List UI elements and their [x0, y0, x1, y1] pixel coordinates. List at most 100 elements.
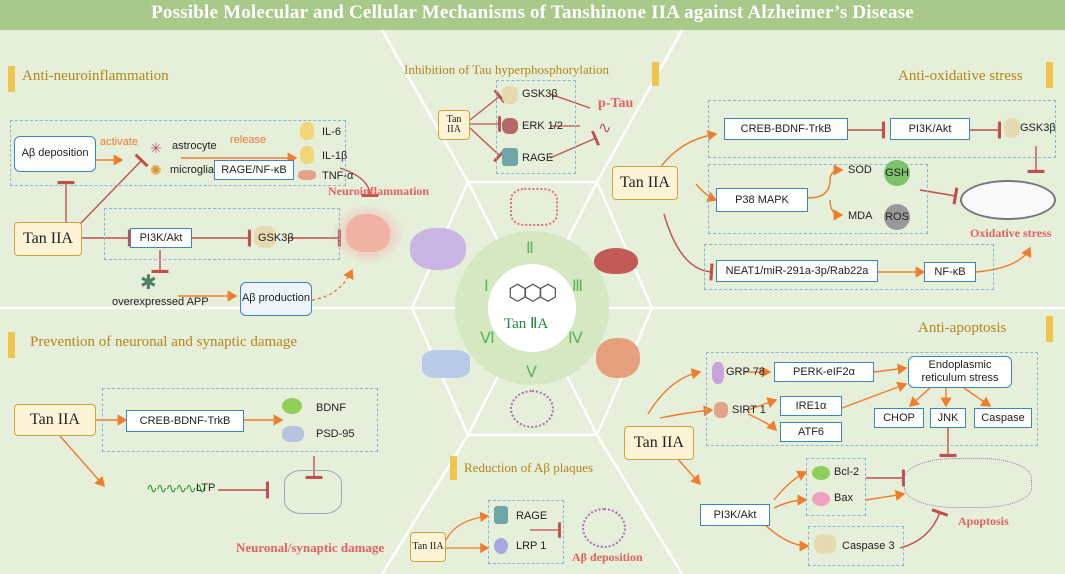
neuron-icon — [284, 470, 342, 514]
section-title-abeta: Reduction of Aβ plaques — [464, 460, 594, 475]
p38-mapk-box: P38 MAPK — [716, 188, 808, 212]
section-title-neuroinflammation: Anti-neuroinflammation — [22, 68, 169, 84]
gsh-label: GSH — [884, 160, 910, 186]
abeta-deposition-box: Aβ deposition — [14, 136, 96, 172]
section-title-apoptosis: Anti-apoptosis — [918, 320, 1007, 336]
figure-title: Possible Molecular and Cellular Mechanis… — [151, 2, 914, 23]
pi3k-akt-box: PI3K/Akt — [130, 228, 192, 248]
chop-box: CHOP — [874, 408, 924, 428]
molecule-structure-icon: ⬡⬡⬡ — [508, 280, 558, 305]
erk-protein-icon — [502, 118, 518, 134]
microglia-label: microglia — [170, 164, 215, 176]
er-stress-box: Endoplasmic reticulum stress — [908, 356, 1012, 388]
rage-receptor-icon — [494, 506, 508, 524]
section-marker — [450, 456, 457, 480]
tau-tangle-icon — [510, 188, 558, 226]
app-structure-icon: ✱ — [140, 272, 157, 294]
caspase-box: Caspase — [974, 408, 1032, 428]
pi3k-akt-box: PI3K/Akt — [700, 504, 770, 526]
creb-bdnf-trkb-box: CREB-BDNF-TrkB — [724, 118, 848, 140]
numeral-i: Ⅰ — [484, 278, 489, 295]
grp78-label: GRP 78 — [726, 366, 765, 378]
tau-fiber-icon: ∿ — [598, 120, 612, 137]
release-label: release — [230, 134, 267, 146]
ltp-signal-icon: ∿∿∿∿∿∿ — [146, 480, 206, 496]
app-label: overexpressed APP — [112, 296, 209, 308]
astrocyte-icon: ✳ — [150, 140, 162, 156]
tan-iia-box: Tan IIA — [410, 532, 446, 562]
tan-iia-box: Tan IIA — [612, 166, 678, 200]
section-title-neuronal: Prevention of neuronal and synaptic dama… — [30, 334, 297, 350]
tan-iia-box: Tan IIA — [438, 110, 470, 140]
dashed-group — [806, 458, 866, 516]
apoptotic-cell-icon — [596, 338, 640, 378]
dashed-group — [708, 100, 1056, 158]
numeral-ii: Ⅱ — [526, 240, 534, 257]
section-marker — [1046, 316, 1053, 342]
bdnf-protein-icon — [282, 398, 302, 414]
tau-rage-label: RAGE — [522, 152, 554, 164]
mda-label: MDA — [848, 210, 873, 222]
dashed-group — [706, 352, 1038, 446]
numeral-iii: Ⅲ — [572, 278, 584, 295]
dashed-group — [104, 208, 340, 260]
tnfa-label: TNF-α — [322, 170, 354, 182]
bcl2-label: Bcl-2 — [834, 466, 860, 478]
il1b-label: IL-1β — [322, 150, 348, 162]
sirt1-protein-icon — [714, 402, 728, 418]
perk-box: PERK-eIF2α — [774, 362, 874, 382]
section-marker — [652, 62, 659, 86]
abeta-lrp-label: LRP 1 — [516, 540, 547, 552]
cytokine-icon — [298, 170, 316, 180]
dashed-group — [488, 500, 564, 564]
section-title-oxidative: Anti-oxidative stress — [898, 68, 1023, 84]
tan-iia-box: Tan IIA — [624, 426, 694, 460]
ptau-outcome: p-Tau — [598, 96, 634, 111]
section-marker — [1046, 62, 1053, 88]
abeta-outcome: Aβ deposition — [572, 550, 643, 564]
astrocyte-label: astrocyte — [172, 140, 217, 152]
gsk3b-protein-icon — [1004, 118, 1020, 138]
mitochondria-icon — [594, 248, 638, 274]
bdnf-label: BDNF — [316, 402, 346, 414]
jnk-box: JNK — [930, 408, 966, 428]
activate-label: activate — [100, 136, 138, 148]
numeral-iv: Ⅳ — [568, 330, 583, 347]
creb-bdnf-trkb-box: CREB-BDNF-TrkB — [126, 410, 244, 432]
cytokine-icon — [300, 122, 314, 140]
caspase3-label: Caspase 3 — [842, 540, 895, 552]
apoptosis-outcome: Apoptosis — [958, 514, 1009, 528]
grp78-protein-icon — [712, 362, 724, 384]
abeta-production-box: Aβ production — [240, 282, 312, 316]
plaque-icon — [510, 390, 554, 428]
cytokine-icon — [300, 146, 314, 164]
caspase3-protein-icon — [814, 534, 836, 554]
dashed-group — [10, 120, 346, 186]
gsk3b-protein-icon — [254, 226, 276, 248]
dashed-group — [808, 526, 904, 566]
gsk3b-label: GSK3β — [258, 232, 294, 244]
ltp-label: LTP — [196, 482, 216, 494]
tan-iia-box: Tan IIA — [14, 404, 96, 436]
tan-iia-box: Tan IIA — [14, 222, 82, 256]
apoptotic-cells-icon — [904, 458, 1032, 508]
mitochondria-icon — [960, 180, 1056, 220]
il6-label: IL-6 — [322, 126, 341, 138]
bax-protein-icon — [812, 492, 830, 506]
dashed-group — [708, 164, 928, 234]
ros-label: ROS — [884, 204, 910, 230]
section-marker — [8, 332, 15, 358]
center-tan-iia-label: Tan ⅡA — [504, 316, 549, 332]
neuroinflammation-outcome: Neuroinflammation — [328, 184, 430, 198]
cell-cluster-icon — [410, 228, 466, 270]
synapse-icon — [422, 350, 470, 378]
neat1-box: NEAT1/miR-291a-3p/Rab22a — [716, 260, 878, 282]
tau-gsk3b-label: GSK3β — [522, 88, 558, 100]
section-marker — [8, 66, 15, 92]
neuronal-outcome: Neuronal/synaptic damage — [236, 540, 385, 555]
abeta-rage-label: RAGE — [516, 510, 548, 522]
atf6-box: ATF6 — [780, 422, 842, 442]
brain-icon — [346, 214, 390, 252]
oxidative-outcome: Oxidative stress — [970, 226, 1052, 240]
